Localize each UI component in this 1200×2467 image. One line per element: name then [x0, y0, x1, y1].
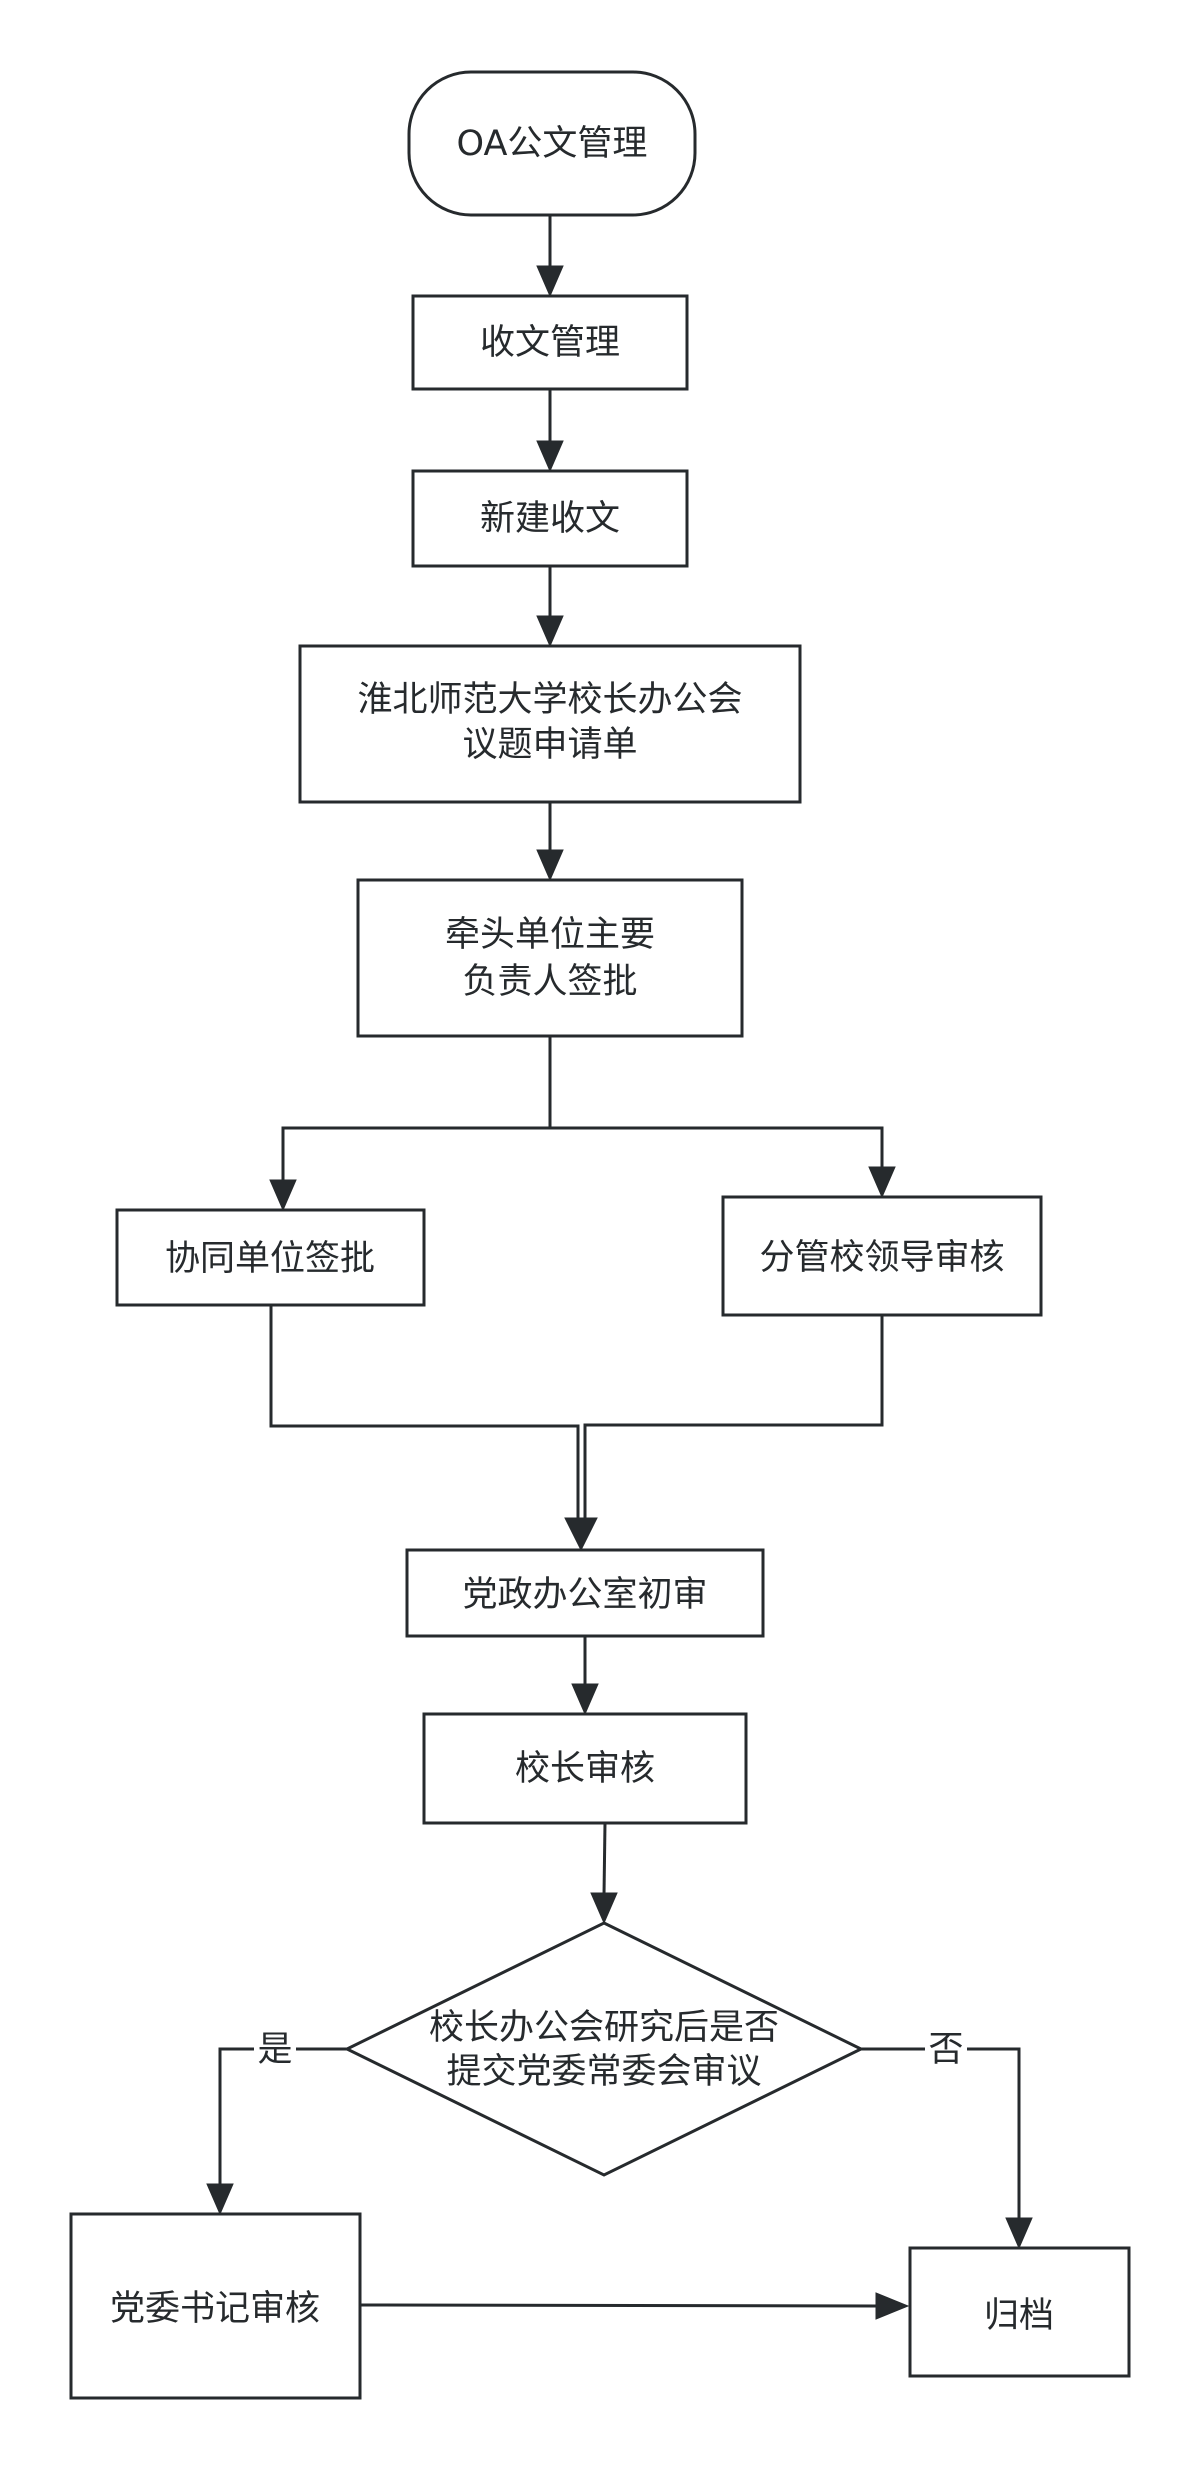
decision-diamond — [343, 1921, 865, 2177]
arrowhead — [1005, 2217, 1033, 2250]
edge-party-secretary-to-archive — [359, 2303, 879, 2308]
edge-leader-review-to-office — [583, 1315, 884, 1520]
edge-label-yes: 是 — [257, 2030, 292, 2070]
edge-president-to-decision — [602, 1822, 607, 1896]
node-receive-mgmt-label: 收文管理 — [480, 323, 620, 363]
edge-label-no-background — [925, 2030, 967, 2070]
node-party-secretary: 党委书记审核 — [69, 2212, 362, 2400]
arrowhead — [564, 1517, 598, 1552]
terminal-box — [908, 2246, 1131, 2378]
process-box — [298, 644, 802, 804]
arrowhead — [206, 2183, 234, 2216]
node-office-review: 党政办公室初审 — [405, 1548, 765, 1638]
node-leader-review: 分管校领导审核 — [721, 1195, 1043, 1317]
node-new-receive-label: 新建收文 — [480, 499, 620, 539]
arrowhead — [536, 615, 564, 648]
node-application-label-line1: 淮北师范大学校长办公会 — [357, 680, 742, 720]
node-lead-unit-label-line2: 负责人签批 — [462, 962, 637, 1002]
node-president-review-label: 校长审核 — [515, 1749, 655, 1789]
node-decision-label-line2: 提交党委常委会审议 — [446, 2052, 761, 2092]
terminator-shape — [407, 70, 697, 217]
edge-decision-yes — [218, 2047, 347, 2186]
node-lead-unit-label-line1: 牵头单位主要 — [445, 915, 655, 955]
arrowhead — [536, 440, 564, 473]
node-archive: 归档 — [908, 2246, 1131, 2378]
edge-labels: 是 否 — [254, 2030, 967, 2070]
edge-label-yes-background — [254, 2030, 296, 2070]
process-box — [721, 1195, 1043, 1317]
node-application: 淮北师范大学校长办公会 议题申请单 — [298, 644, 802, 804]
node-leader-review-label: 分管校领导审核 — [759, 1238, 1004, 1278]
node-president-review: 校长审核 — [422, 1712, 748, 1825]
arrowhead — [875, 2292, 910, 2320]
node-decision-label-line1: 校长办公会研究后是否 — [429, 2008, 779, 2048]
edges — [206, 215, 1033, 2320]
node-receive-mgmt: 收文管理 — [411, 294, 689, 391]
process-box — [115, 1208, 426, 1307]
node-coop-unit: 协同单位签批 — [115, 1208, 426, 1307]
process-box — [69, 2212, 362, 2400]
process-box — [411, 469, 689, 568]
node-start-label: OA公文管理 — [457, 124, 648, 164]
process-box — [405, 1548, 765, 1638]
arrowhead — [571, 1683, 599, 1716]
arrowhead — [590, 1892, 618, 1925]
node-party-secretary-label: 党委书记审核 — [110, 2289, 320, 2329]
node-start: OA公文管理 — [407, 70, 697, 217]
process-box — [411, 294, 689, 391]
node-application-label-line2: 议题申请单 — [462, 725, 637, 765]
arrowhead — [536, 265, 564, 298]
arrowhead — [269, 1179, 297, 1212]
process-box — [356, 878, 744, 1038]
edge-label-no: 否 — [928, 2030, 963, 2070]
edge-decision-no — [861, 2047, 1021, 2220]
node-office-review-label: 党政办公室初审 — [462, 1575, 707, 1615]
node-lead-unit: 牵头单位主要 负责人签批 — [356, 878, 744, 1038]
node-decision: 校长办公会研究后是否 提交党委常委会审议 — [343, 1921, 865, 2177]
node-archive-label: 归档 — [984, 2296, 1054, 2336]
edge-lead-unit-to-coop-unit — [281, 1126, 550, 1182]
arrowhead — [536, 849, 564, 882]
edge-lead-unit-to-leader-review — [550, 1126, 884, 1169]
process-box — [422, 1712, 748, 1825]
edge-coop-unit-to-office — [269, 1305, 580, 1520]
node-coop-unit-label: 协同单位签批 — [165, 1239, 375, 1279]
node-new-receive: 新建收文 — [411, 469, 689, 568]
arrowhead — [868, 1166, 896, 1199]
